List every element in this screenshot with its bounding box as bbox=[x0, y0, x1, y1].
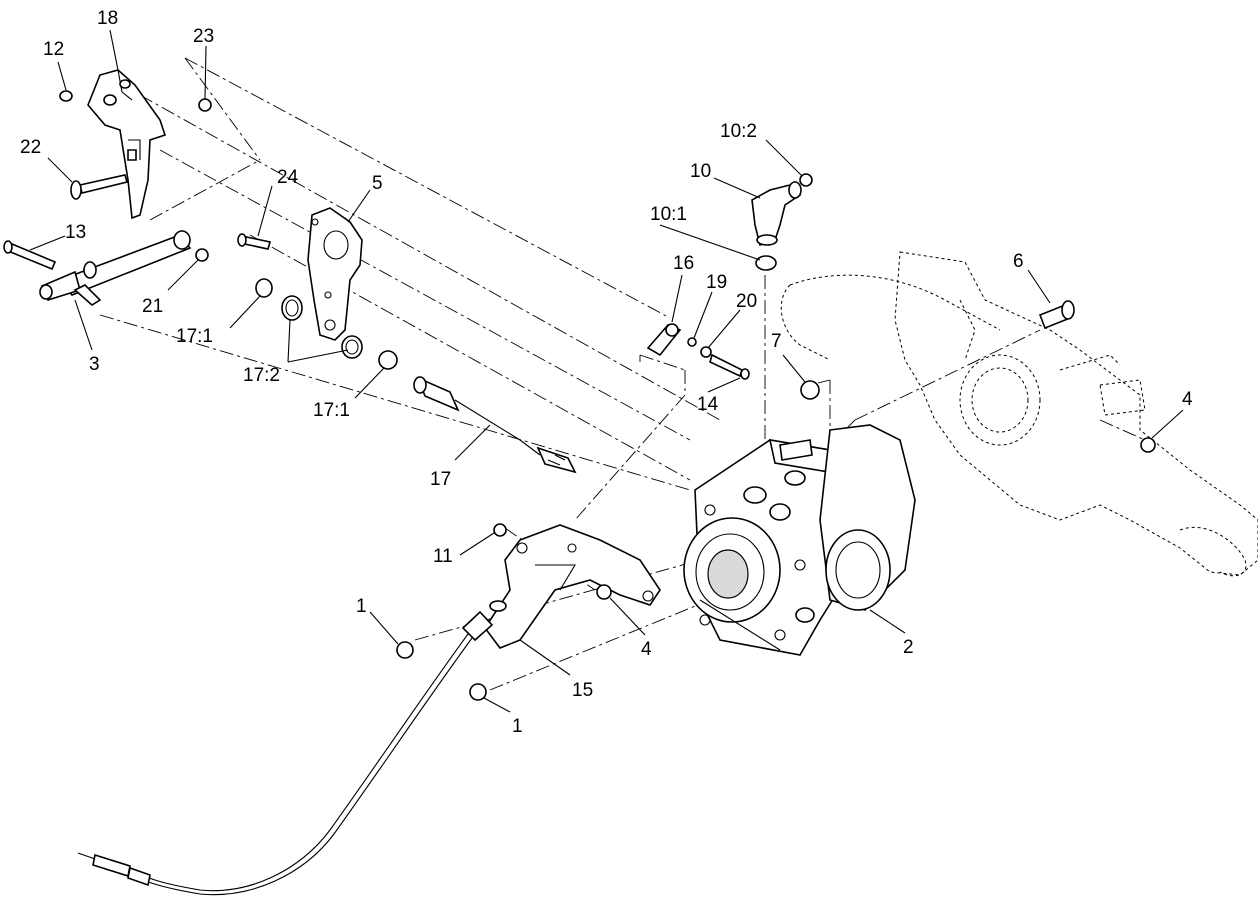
callout-17-2: 17:2 bbox=[243, 365, 280, 386]
callout-1-lower: 1 bbox=[512, 716, 523, 737]
position-sensor bbox=[255, 278, 577, 474]
callout-17-1-b: 17:1 bbox=[313, 400, 350, 421]
callout-10: 10 bbox=[690, 161, 711, 182]
callout-2: 2 bbox=[903, 637, 914, 658]
callout-19: 19 bbox=[706, 272, 727, 293]
callout-17: 17 bbox=[430, 469, 451, 490]
callout-labels: 18 12 23 22 13 21 3 24 5 17:1 17:2 17:1 … bbox=[20, 8, 1193, 737]
cable-bracket bbox=[77, 523, 661, 896]
callout-16: 16 bbox=[673, 253, 694, 274]
callout-23: 23 bbox=[193, 26, 214, 47]
link-rod bbox=[646, 323, 750, 380]
callout-11: 11 bbox=[433, 546, 453, 567]
damper-cylinder bbox=[3, 230, 209, 306]
callout-12: 12 bbox=[43, 39, 64, 60]
mounting-plate bbox=[237, 207, 363, 341]
callout-7: 7 bbox=[771, 331, 782, 352]
callout-13: 13 bbox=[65, 222, 86, 243]
callout-14: 14 bbox=[697, 394, 719, 415]
callout-17-1-a: 17:1 bbox=[176, 326, 213, 347]
callout-21: 21 bbox=[142, 296, 163, 317]
callout-20: 20 bbox=[736, 291, 757, 312]
leader-lines bbox=[29, 29, 1184, 713]
callout-3: 3 bbox=[89, 354, 100, 375]
callout-10-1: 10:1 bbox=[650, 204, 687, 225]
callout-4-right: 4 bbox=[1182, 389, 1193, 410]
callout-6: 6 bbox=[1013, 251, 1024, 272]
callout-22: 22 bbox=[20, 137, 41, 158]
callout-24: 24 bbox=[277, 167, 299, 188]
elbow-fitting bbox=[751, 173, 813, 271]
hydraulic-pump bbox=[683, 424, 916, 656]
callout-4-lower: 4 bbox=[641, 639, 652, 660]
right-fasteners bbox=[800, 300, 1156, 453]
control-lever-assembly bbox=[59, 69, 212, 220]
callout-1-upper: 1 bbox=[356, 596, 367, 617]
callout-10-2: 10:2 bbox=[720, 121, 757, 142]
phantom-frame bbox=[780, 251, 1258, 577]
callout-15: 15 bbox=[572, 680, 593, 701]
callout-5: 5 bbox=[372, 173, 383, 194]
callout-18: 18 bbox=[97, 8, 118, 29]
